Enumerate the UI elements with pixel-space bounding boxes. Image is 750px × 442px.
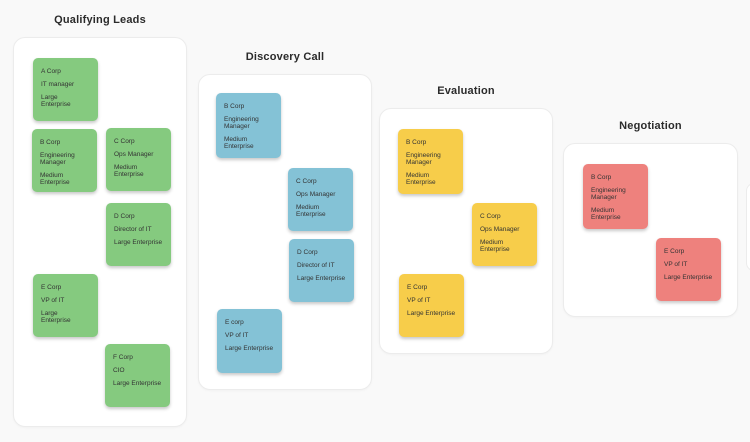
lead-card[interactable]: E Corp VP of IT Large Enterprise [656, 238, 721, 301]
card-size: Large Enterprise [41, 94, 71, 108]
next-stage-panel-edge [746, 183, 750, 271]
card-size: Large Enterprise [41, 310, 71, 324]
card-company: E Corp [407, 284, 428, 291]
stage-title-negotiation: Negotiation [619, 120, 682, 132]
card-company: B Corp [224, 103, 245, 110]
card-role: VP of IT [41, 297, 65, 304]
card-size: Medium Enterprise [591, 207, 621, 221]
stage-title-discovery-call: Discovery Call [245, 51, 325, 63]
card-size: Large Enterprise [664, 274, 713, 281]
lead-card[interactable]: E corp VP of IT Large Enterprise [217, 309, 282, 373]
card-company: D Corp [114, 213, 135, 220]
stage-title-qualifying-leads: Qualifying Leads [54, 14, 146, 26]
card-company: D Corp [297, 249, 318, 256]
card-size: Medium Enterprise [114, 164, 144, 178]
card-company: B Corp [591, 174, 612, 181]
card-role: VP of IT [664, 261, 688, 268]
card-role: VP of IT [407, 297, 431, 304]
card-role: Director of IT [114, 226, 152, 233]
lead-card[interactable]: E Corp VP of IT Large Enterprise [33, 274, 98, 337]
card-company: E Corp [664, 248, 685, 255]
stage-title-evaluation: Evaluation [437, 85, 495, 97]
lead-card[interactable]: E Corp VP of IT Large Enterprise [399, 274, 464, 337]
card-size: Large Enterprise [297, 275, 346, 282]
card-size: Large Enterprise [225, 345, 274, 352]
card-size: Medium Enterprise [40, 172, 70, 186]
card-role: Ops Manager [114, 151, 154, 158]
card-company: E corp [225, 319, 244, 326]
card-size: Large Enterprise [407, 310, 456, 317]
card-size: Medium Enterprise [224, 136, 254, 150]
card-role: Engineering Manager [591, 187, 626, 201]
card-size: Large Enterprise [113, 380, 162, 387]
card-company: C Corp [114, 138, 135, 145]
card-company: F Corp [113, 354, 133, 361]
card-size: Large Enterprise [114, 239, 163, 246]
card-company: C Corp [296, 178, 317, 185]
card-company: B Corp [406, 139, 427, 146]
card-role: Engineering Manager [406, 152, 441, 166]
card-size: Medium Enterprise [480, 239, 510, 253]
card-role: CIO [113, 367, 125, 374]
card-company: B Corp [40, 139, 61, 146]
card-role: Engineering Manager [40, 152, 75, 166]
card-role: Ops Manager [480, 226, 520, 233]
card-company: A Corp [41, 68, 61, 75]
card-role: VP of IT [225, 332, 249, 339]
card-company: C Corp [480, 213, 501, 220]
card-size: Medium Enterprise [296, 204, 326, 218]
card-company: E Corp [41, 284, 62, 291]
card-size: Medium Enterprise [406, 172, 436, 186]
card-role: Director of IT [297, 262, 335, 269]
card-role: Ops Manager [296, 191, 336, 198]
card-role: IT manager [41, 81, 75, 88]
card-role: Engineering Manager [224, 116, 259, 130]
